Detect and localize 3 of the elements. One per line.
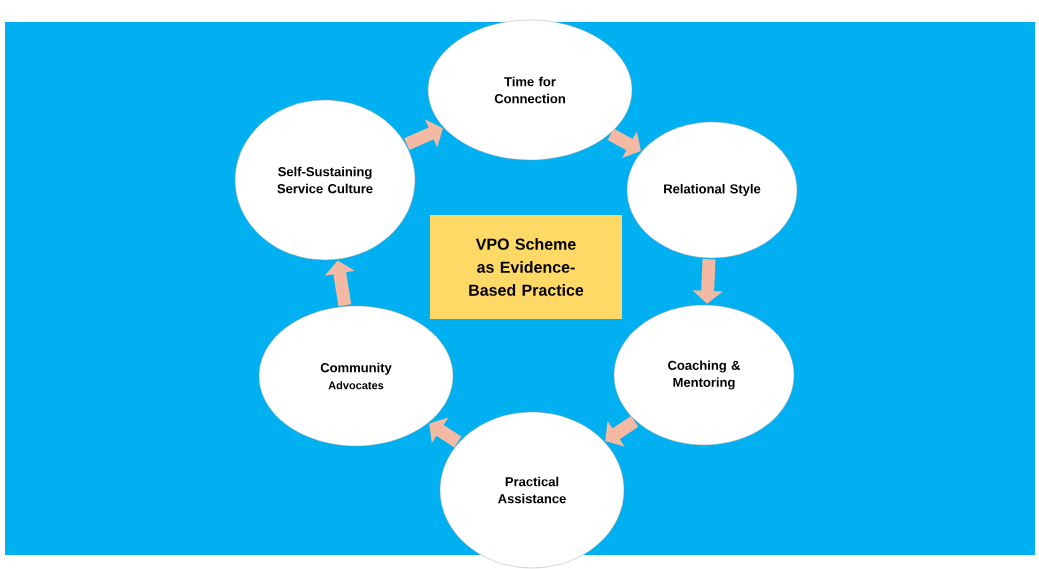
block-arrow [404,119,443,151]
block-arrow [605,415,639,447]
title-box: VPO Scheme as Evidence-Based Practice [430,215,622,319]
